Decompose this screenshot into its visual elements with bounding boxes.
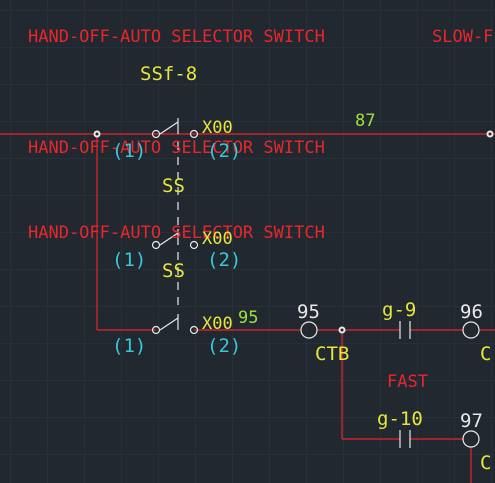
switch2-pos-left: (1): [112, 249, 146, 271]
junctions: [93, 130, 494, 334]
switch2-title: HAND-OFF-AUTO SELECTOR SWITCH: [28, 223, 325, 243]
fast-label: FAST: [387, 372, 428, 392]
junction-dot: [488, 132, 492, 136]
switch2-pos-right: (2): [207, 249, 241, 271]
contact-lever: [159, 232, 179, 246]
junction-dot: [340, 328, 344, 332]
switch3-contact-label: X00: [202, 314, 233, 334]
switch1-pos-right: (2): [207, 140, 241, 162]
title-slow-fast: SLOW-F: [432, 27, 493, 47]
contact-terminal: [189, 129, 199, 139]
switch1-ss-label: SS: [162, 175, 185, 197]
switch1-pos-left: (1): [112, 140, 146, 162]
contact-terminal: [189, 240, 199, 250]
contact-g9-symbol[interactable]: [399, 321, 411, 339]
right-cut-label-1: C: [480, 343, 491, 365]
selector-switch-1[interactable]: [151, 118, 199, 139]
node-97-label: 97: [460, 410, 483, 432]
switch2-ss-label: SS: [162, 260, 185, 282]
node-97-circle[interactable]: [462, 430, 480, 448]
switch3-pos-right: (2): [207, 335, 241, 357]
rung-number-95: 95: [238, 308, 258, 328]
rung-number-87: 87: [355, 111, 375, 131]
contact-g9-label: g-9: [382, 299, 416, 321]
contact-terminal: [189, 325, 199, 335]
right-cut-label-2: C: [480, 452, 491, 474]
node-96-circle[interactable]: [462, 321, 480, 339]
selector-switch-2[interactable]: [151, 229, 199, 250]
switch3-pos-left: (1): [112, 335, 146, 357]
wiring: [0, 133, 495, 483]
contact-lever: [159, 317, 179, 331]
contact-terminal: [151, 129, 161, 139]
contact-terminal: [151, 325, 161, 335]
ctb-label: CTB: [315, 343, 349, 365]
contact-terminal: [151, 240, 161, 250]
switch1-contact-label: X00: [202, 118, 233, 138]
node-96-label: 96: [460, 301, 483, 323]
selector-switch-3[interactable]: [151, 314, 199, 335]
contact-lever: [159, 121, 179, 135]
contact-g10-symbol[interactable]: [399, 430, 411, 448]
device-tag: SSf-8: [140, 63, 197, 85]
title-selector-switch: HAND-OFF-AUTO SELECTOR SWITCH: [28, 27, 325, 47]
node-95-label: 95: [297, 301, 320, 323]
junction-dot: [95, 132, 99, 136]
contact-g10-label: g-10: [377, 408, 423, 430]
switch2-contact-label: X00: [202, 229, 233, 249]
wire-nodes: [300, 321, 480, 448]
node-95-circle[interactable]: [300, 321, 318, 339]
switch1-title: HAND-OFF-AUTO SELECTOR SWITCH: [28, 138, 325, 158]
